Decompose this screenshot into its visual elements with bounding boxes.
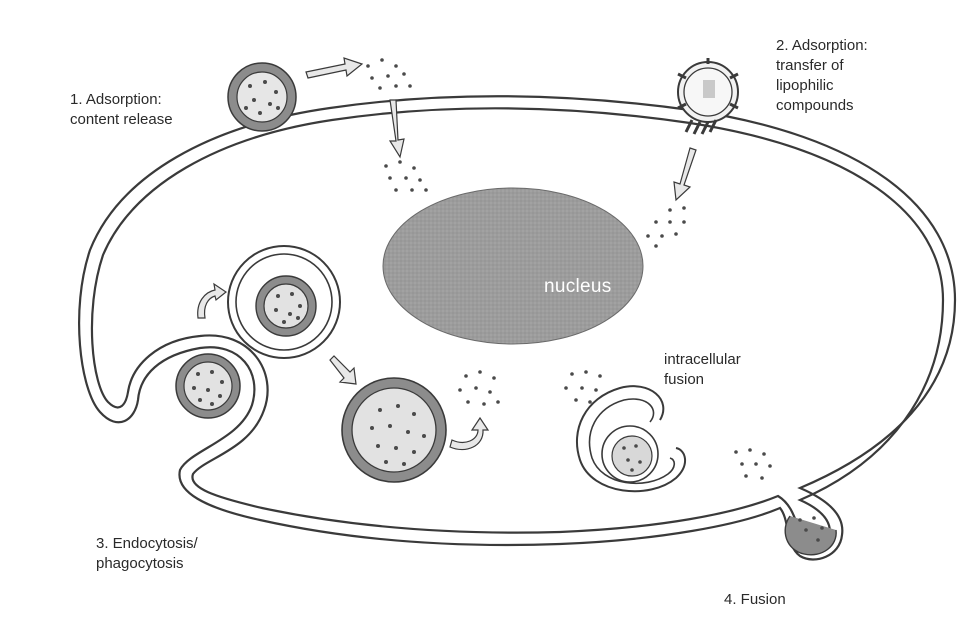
- arrow-endocytosis-up: [198, 284, 226, 318]
- label-adsorption-release: 1. Adsorption: content release: [70, 90, 173, 130]
- label-fusion: 4. Fusion: [724, 590, 786, 610]
- label-intracellular-fusion: intracellular fusion: [664, 350, 741, 390]
- endosome-released-dots: [458, 370, 500, 406]
- nucleus: [383, 188, 643, 344]
- released-dots-cytoplasm: [384, 160, 428, 192]
- endosome: [342, 378, 446, 482]
- release-vesicle: [228, 63, 296, 131]
- endocytosis-entering-vesicle: [176, 354, 240, 418]
- released-dots-outside: [366, 58, 412, 90]
- intracellular-fusion-vesicle: [577, 386, 685, 491]
- arrow-release-up: [450, 418, 488, 450]
- label-endocytosis: 3. Endocytosis/ phagocytosis: [96, 534, 198, 574]
- arrow-release-out: [306, 58, 362, 78]
- fusion-dots-intracellular: [564, 370, 602, 404]
- transferred-dots: [646, 206, 686, 248]
- arrow-endocytosis-down: [330, 356, 356, 384]
- fusion-dots-cell: [734, 448, 772, 480]
- label-nucleus: nucleus: [544, 276, 612, 298]
- arrow-release-down: [390, 100, 404, 157]
- arrow-transfer-down: [674, 148, 696, 200]
- label-adsorption-transfer: 2. Adsorption: transfer of lipophilic co…: [776, 36, 868, 116]
- endocytic-vesicle-membrane: [228, 246, 340, 358]
